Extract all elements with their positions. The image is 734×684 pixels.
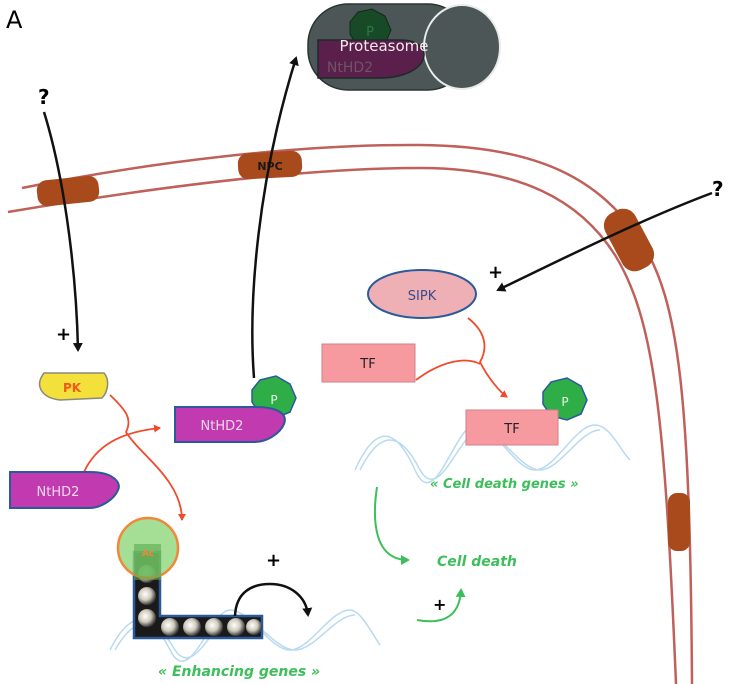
outer-membrane	[21, 143, 694, 684]
arrow-enhancing-to-cell-death	[416, 588, 466, 623]
ntdh2-phosphorylated: P NtHD2	[174, 375, 297, 443]
sipk-label: SIPK	[408, 289, 437, 304]
chromatin: Ac	[116, 516, 264, 640]
sipk-kinase: SIPK	[367, 269, 477, 319]
arrow-ntdh2-to-proteasome	[251, 56, 299, 379]
svg-text:P: P	[270, 393, 277, 407]
tf-phospho-label: TF	[503, 422, 519, 437]
arrow-genes-to-cell-death	[373, 486, 410, 565]
nuclear-envelope	[7, 143, 694, 684]
pk-kinase: PK	[39, 372, 109, 401]
cell-death-genes-label: « Cell death genes »	[430, 477, 579, 492]
acetyl-mark: Ac	[142, 549, 154, 559]
unknown-signal-right: ?	[712, 177, 724, 201]
panel-label: A	[6, 6, 23, 34]
ntdh2-label: NtHD2	[37, 485, 80, 500]
arrow-signal-to-pk	[42, 111, 83, 352]
ntdh2-unphosphorylated: NtHD2	[9, 471, 120, 509]
plus-enhancing: +	[266, 550, 281, 571]
npc-left	[36, 175, 100, 207]
svg-text:P: P	[366, 25, 374, 40]
plus-pk: +	[56, 324, 71, 345]
plus-cell-death: +	[433, 595, 446, 614]
tf-unphosphorylated: TF	[321, 343, 416, 383]
enhancing-genes-label: « Enhancing genes »	[158, 664, 320, 680]
tf-phosphorylated: P TF	[465, 377, 588, 446]
plus-sipk: +	[488, 262, 503, 283]
npc-right	[603, 208, 655, 272]
arrow-pk-action	[109, 394, 186, 521]
inner-membrane	[7, 166, 678, 684]
arrow-transcription-activation	[233, 582, 313, 617]
cell-death-label: Cell death	[437, 554, 517, 570]
tf-label: TF	[359, 357, 375, 372]
ntdh2-phospho-label: NtHD2	[201, 419, 244, 434]
svg-text:NtHD2: NtHD2	[327, 60, 373, 76]
npc-bottom-right	[668, 493, 690, 551]
proteasome: P NtHD2 Proteasome	[307, 3, 501, 91]
arrow-sipk-action	[467, 317, 508, 398]
arrow-tf-phosphorylation	[415, 359, 481, 381]
arrow-signal-to-sipk	[496, 191, 713, 292]
proteasome-substrate	[317, 39, 425, 79]
pk-label: PK	[63, 381, 82, 395]
unknown-signal-left: ?	[38, 85, 50, 109]
proteasome-label: Proteasome	[340, 37, 429, 55]
arrow-ntdh2-phosphorylation	[83, 424, 161, 473]
svg-text:P: P	[561, 395, 568, 409]
